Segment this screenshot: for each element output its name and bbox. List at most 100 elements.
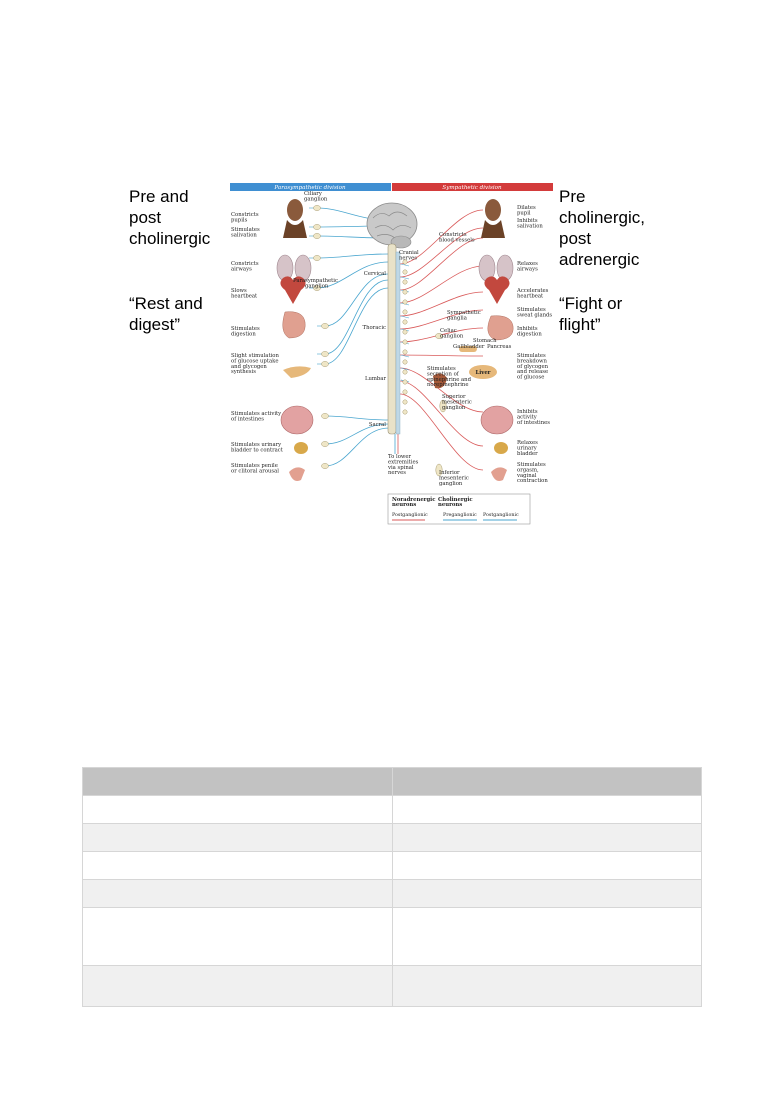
fig-label-line: mesenteric	[442, 399, 472, 405]
fig-label-line: ganglion	[305, 283, 329, 289]
fig-label-line: Dilates	[517, 205, 536, 211]
ganglion	[402, 359, 408, 365]
table-cell	[82, 795, 393, 824]
ganglion	[321, 323, 329, 329]
parasympathetic-header-bar	[230, 183, 391, 191]
ganglion	[313, 285, 321, 291]
fig-label-line: airways	[517, 266, 538, 272]
fig-label-line: or clitoral arousal	[231, 468, 279, 474]
fig-label-line: ganglia	[447, 315, 468, 321]
ganglion	[402, 269, 408, 275]
organ-illustrations	[276, 199, 514, 481]
nerve-path	[399, 237, 484, 291]
table-row	[82, 965, 702, 1007]
fig-label-line: Superior	[442, 394, 466, 400]
fig-label-line: Stomach	[473, 338, 497, 344]
fig-label-line: Stimulates	[517, 353, 546, 359]
thoracic-label: Thoracic	[363, 325, 386, 331]
fig-label-line: extremities	[388, 459, 419, 465]
fig-label-line: norepinephrine	[427, 382, 468, 388]
nerve-path	[324, 273, 389, 327]
table-cell	[391, 795, 702, 824]
ganglion	[402, 369, 408, 375]
note-line: “Rest and	[129, 294, 203, 313]
ganglion	[402, 319, 408, 325]
fig-label-line: Inhibits	[517, 218, 538, 224]
note-line: Pre and	[129, 187, 189, 206]
ganglion	[402, 389, 408, 395]
fig-label-line: and release	[517, 369, 548, 375]
nerve-path	[400, 276, 410, 280]
ganglion	[321, 351, 329, 357]
fig-label-line: Stimulates urinary	[231, 442, 281, 448]
fig-label-line: ganglion	[442, 405, 466, 411]
fig-label-line: of intestines	[517, 420, 550, 426]
table-cell	[391, 965, 702, 1007]
fig-label-line: Stimulates	[231, 326, 260, 332]
adrenal-illustration	[433, 373, 447, 389]
nerve-path	[400, 263, 410, 267]
genital-left-illustration	[289, 467, 305, 481]
intestines-left-illustration	[280, 405, 314, 435]
bladder-right-illustration	[494, 442, 508, 454]
nerve-path	[399, 227, 484, 278]
nerve-path	[399, 309, 484, 330]
liver-illustration	[469, 365, 497, 379]
table-cell	[391, 907, 702, 966]
face-right-illustration	[481, 199, 505, 238]
fig-label-line: contraction	[517, 478, 548, 484]
nerve-path	[324, 423, 390, 445]
fig-label-line: Stimulates	[517, 462, 546, 468]
note-line: post	[129, 208, 162, 227]
nerve-path	[400, 367, 410, 371]
ganglion	[435, 463, 443, 477]
nerve-path	[399, 380, 484, 447]
fig-label-line: Accelerates	[516, 288, 549, 294]
fig-label-line: vaginal	[516, 473, 537, 479]
sympathetic-header: Sympathetic division	[442, 185, 502, 191]
fig-label-line: Stimulates activity	[231, 411, 281, 417]
heart-right-illustration	[484, 276, 510, 304]
nerve-path	[324, 287, 389, 365]
nerve-path	[400, 315, 410, 319]
nerve-path	[399, 354, 484, 357]
ganglia	[313, 205, 447, 477]
table-row	[82, 879, 702, 908]
table-cell	[82, 879, 393, 908]
fig-label-line: nerves	[388, 470, 406, 476]
heart-left-illustration	[280, 276, 306, 304]
fig-label-line: pupils	[231, 217, 248, 223]
fig-label-line: Slows	[231, 288, 247, 294]
nerve-path	[399, 265, 484, 304]
genital-right-illustration	[491, 467, 507, 481]
ganglion	[439, 399, 447, 413]
fig-label-line: salivation	[517, 223, 543, 229]
fig-label-line: Gallbladder	[453, 344, 485, 350]
nerve-path	[316, 253, 389, 259]
note-line: flight”	[559, 315, 601, 334]
face-left-illustration	[283, 199, 307, 238]
nerve-path	[400, 354, 410, 358]
fig-label-line: of glucose	[517, 375, 544, 381]
svg-text:Stomach: Stomach	[473, 338, 497, 344]
table-row	[82, 823, 702, 852]
nerve-path	[399, 209, 484, 265]
fig-label-line: pupil	[517, 210, 531, 216]
nerve-path	[324, 427, 390, 467]
ganglion	[321, 361, 329, 367]
svg-text:Liver: Liver	[476, 370, 491, 376]
fig-label-line: To lower	[388, 454, 412, 460]
